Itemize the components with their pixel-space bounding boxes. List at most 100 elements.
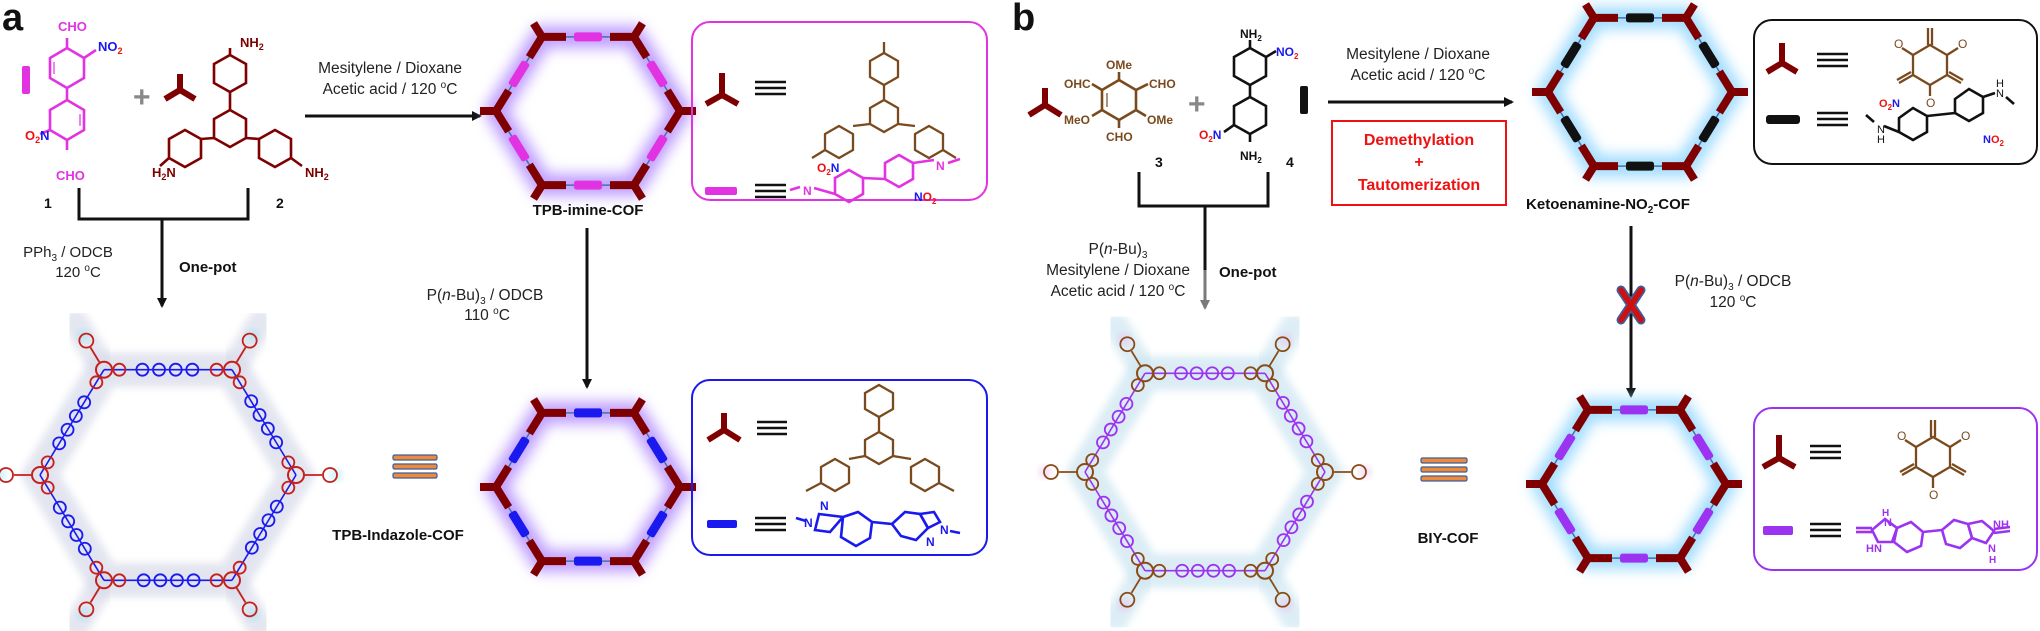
hexagon-glow [1529, 398, 1739, 570]
stacking-layers-icon [392, 454, 438, 479]
indazole-n-right-2: N [926, 535, 935, 549]
onepot-conditions-b-line3: Acetic acid / 120 oC [1051, 282, 1186, 300]
node-molecule [287, 466, 338, 484]
keto-legend-no2-a: O2N [1879, 98, 1900, 112]
biy-hn-bottom-left: HN [1866, 543, 1882, 555]
blocked-temperature: 120 oC [1710, 293, 1757, 311]
tpb-indazole-cof-hexagon [480, 397, 696, 577]
linker-segment [508, 60, 530, 88]
nh2-right-label: NH2 [305, 165, 329, 182]
equivalence-icon [755, 80, 786, 96]
tripod-node [1656, 394, 1697, 433]
imine-conditions-line2: Acetic acid / 120 oC [323, 80, 458, 98]
keto-core-structure [1896, 28, 1964, 96]
linker-segment [1554, 433, 1576, 461]
imine-linker-structure [789, 153, 961, 204]
demethylation-label: Demethylation [1364, 132, 1474, 149]
tripod-node [525, 397, 566, 436]
pph3-conditions: PPh3 / ODCB [23, 244, 113, 264]
accent-blob [1359, 466, 1371, 478]
ome-top-label: OMe [1106, 58, 1132, 72]
linker-segment [508, 436, 530, 464]
blocked-x-icon [1616, 285, 1646, 325]
tpb-core-structure-indazole [805, 383, 955, 493]
biy-h-bottom-right: H [1989, 555, 1996, 566]
compound-4-structure [1223, 40, 1277, 142]
linker-molecule [231, 369, 297, 476]
legend-tripod-icon-biy [1761, 435, 1797, 470]
linker-segment [646, 134, 668, 162]
linker-segment [508, 510, 530, 538]
linker-segment [1692, 433, 1714, 461]
biy-cof-label: BIY-COF [1418, 530, 1479, 547]
linker-segment [646, 60, 668, 88]
legend-indazole-linker-icon [707, 520, 737, 528]
linker-segment [1698, 41, 1720, 69]
indazole-n-right: N [940, 523, 949, 537]
linker-segment [1626, 161, 1654, 171]
node-molecule [1256, 561, 1291, 608]
onepot-conditions-b-line1: P(n-Bu)3 [1089, 241, 1148, 261]
biy-h-top-left: H [1882, 508, 1889, 519]
biy-n-top-left: N [1884, 517, 1892, 529]
tripod-node-glyph-b [1027, 88, 1063, 118]
imine-n-right: N [936, 159, 945, 173]
keto-linker-structure [1865, 87, 2015, 142]
linker-segment [1620, 553, 1648, 563]
tripod-node [610, 162, 651, 201]
biy-cof-3d-model [1017, 313, 1393, 631]
tripod-node [663, 464, 696, 510]
tripod-node-glyph [163, 74, 197, 102]
tripod-node [525, 21, 566, 60]
tripod-node [480, 464, 513, 510]
legend-imine-linker-icon [705, 187, 737, 195]
tripod-node [480, 88, 513, 134]
linker-molecule [1264, 471, 1326, 572]
hexagon-glow [483, 401, 693, 573]
linker-segment [646, 436, 668, 464]
hexagon-glow [1535, 6, 1745, 178]
panel-label-b: b [1012, 0, 1035, 39]
compound-number-4: 4 [1286, 154, 1294, 170]
equivalence-icon [1810, 522, 1841, 538]
nh2-top-label-b: NH2 [1240, 27, 1262, 43]
keto-nh-left-h: H [1877, 134, 1885, 146]
accent-blob [1039, 466, 1051, 478]
equivalence-icon [1810, 444, 1841, 460]
tripod-node [1662, 2, 1703, 41]
node-molecule [78, 571, 113, 618]
one-pot-label-a: One-pot [179, 259, 237, 276]
no2-top-label: NO2 [98, 39, 123, 56]
cho-bottom-label-b: CHO [1106, 130, 1133, 144]
keto-legend-no2-b: NO2 [1983, 134, 2005, 148]
indazole-n-left-2: N [820, 499, 829, 513]
imine-legend-box [691, 21, 988, 201]
indazole-legend-box [691, 379, 988, 556]
reduction-conditions-a: P(n-Bu)3 / ODCB [427, 287, 544, 307]
tripod-node [1577, 143, 1618, 182]
tripod-node [525, 538, 566, 577]
linker-molecule [1084, 471, 1146, 572]
accent-blob [0, 469, 6, 481]
linker-segment [1692, 507, 1714, 535]
onepot-conditions-b-line2: Mesitylene / Dioxane [1046, 262, 1190, 279]
tripod-node [525, 162, 566, 201]
node-molecule [0, 466, 49, 484]
stacking-layers-icon [1420, 457, 1468, 482]
pph3-temperature: 120 oC [55, 263, 101, 281]
plus-sign-a: + [133, 81, 151, 114]
cho-bottom-label: CHO [56, 168, 85, 183]
linker-segment [1620, 405, 1648, 415]
tripod-node [1715, 69, 1748, 115]
tripod-node [1526, 461, 1559, 507]
biy-o-bottom: O [1929, 488, 1938, 502]
node-molecule [1316, 463, 1367, 481]
linker-segment [1560, 41, 1582, 69]
meo-left-label: MeO [1064, 113, 1090, 127]
linker-segment [1626, 13, 1654, 23]
ohc-left-label: OHC [1064, 77, 1091, 91]
plus-sign-b: + [1188, 88, 1206, 121]
tripod-node [1709, 461, 1742, 507]
reduction-temperature-a: 110 oC [464, 306, 510, 324]
legend-purple-linker-icon [1763, 526, 1793, 535]
